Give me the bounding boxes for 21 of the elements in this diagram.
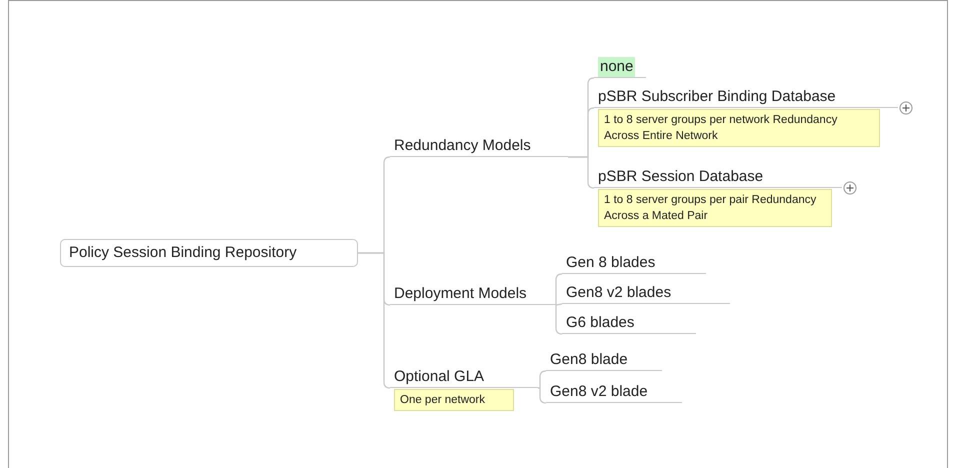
topic: pSBR Subscriber Binding Database: [594, 86, 898, 108]
topic: Redundancy Models: [390, 135, 568, 157]
connector-line: [358, 252, 391, 389]
connector-line: [538, 370, 547, 389]
central-topic: Policy Session Binding Repository: [60, 239, 358, 267]
connector-line: [555, 304, 563, 335]
connector-line: [556, 303, 562, 306]
note: One per network: [394, 389, 514, 411]
topic: Gen8 blade: [546, 349, 662, 371]
connector-line: [568, 156, 595, 189]
topic: Gen8 v2 blades: [562, 282, 730, 304]
note: 1 to 8 server groups per pair Redundancy Across a Mated Pair: [598, 189, 832, 227]
topic: Optional GLA: [390, 366, 538, 388]
note: 1 to 8 server groups per network Redundancy Across Entire Network: [598, 109, 880, 147]
topic: pSBR Session Database: [594, 166, 842, 188]
topic: Gen 8 blades: [562, 252, 706, 274]
topic: Deployment Models: [390, 283, 556, 305]
topic: G6 blades: [562, 312, 696, 334]
connector-line: [538, 387, 547, 404]
connector-line: [555, 273, 563, 306]
topic: Gen8 v2 blade: [546, 381, 682, 403]
